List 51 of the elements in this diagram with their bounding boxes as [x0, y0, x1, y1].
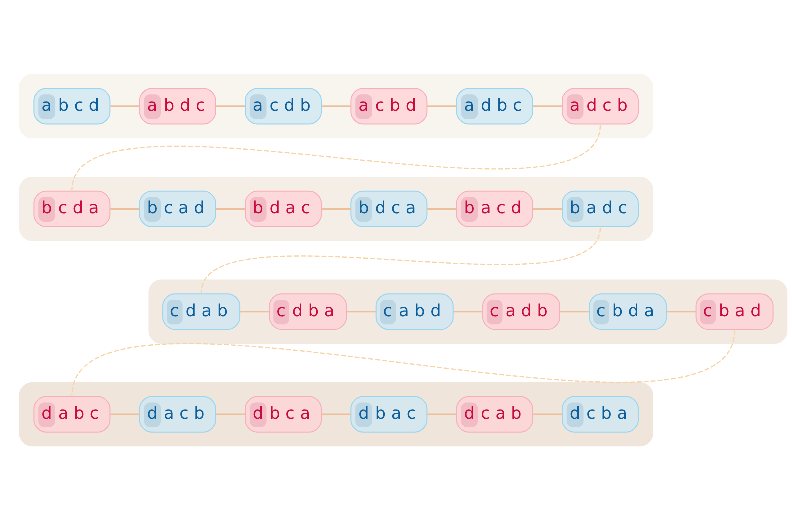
node-box: c a d b [482, 294, 561, 330]
connector [428, 414, 457, 416]
connector [666, 311, 696, 313]
connector [533, 106, 562, 108]
connector [240, 311, 270, 313]
connector [346, 311, 376, 313]
node-box: b d a c [245, 190, 322, 228]
connector [110, 106, 140, 108]
node-box: b d c a [350, 190, 428, 228]
connector [428, 208, 457, 210]
connector [201, 228, 602, 294]
node-box: b c d a [34, 190, 111, 228]
connector [72, 124, 602, 191]
connector [110, 414, 140, 416]
node-box: a c d b [245, 88, 322, 125]
node-box: d a c b [139, 396, 216, 433]
node-box: d c b a [562, 396, 640, 433]
cluster [19, 382, 654, 447]
node-box: d c a b [456, 396, 534, 433]
cluster [19, 177, 654, 242]
node-box: b c a d [139, 190, 216, 228]
node-box: a d b c [456, 88, 534, 125]
node-box: a c b d [350, 88, 428, 125]
connector [533, 208, 562, 210]
node-box: a b c d [34, 88, 111, 125]
connector [428, 106, 457, 108]
connector [72, 330, 736, 396]
connector [322, 414, 352, 416]
connector [533, 414, 562, 416]
connector [560, 311, 590, 313]
node-box: c b d a [589, 294, 668, 330]
connector [216, 106, 246, 108]
node-box: d a b c [34, 396, 111, 433]
node-box: a d c b [562, 88, 640, 125]
cluster [148, 280, 788, 344]
cluster [19, 74, 654, 139]
node-box: d b c a [245, 396, 322, 433]
node-box: d b a c [350, 396, 428, 433]
node-box: c b a d [696, 294, 774, 330]
node-box: c d b a [269, 294, 348, 330]
connector [322, 208, 352, 210]
node-box: b a c d [456, 190, 534, 228]
connector [322, 106, 352, 108]
connector [454, 311, 483, 313]
node-box: b a d c [562, 190, 640, 228]
node-box: a b d c [139, 88, 216, 125]
node-box: c d a b [162, 294, 241, 330]
connector [216, 208, 246, 210]
connector [216, 414, 246, 416]
node-box: c a b d [376, 294, 454, 330]
connector [110, 208, 140, 210]
